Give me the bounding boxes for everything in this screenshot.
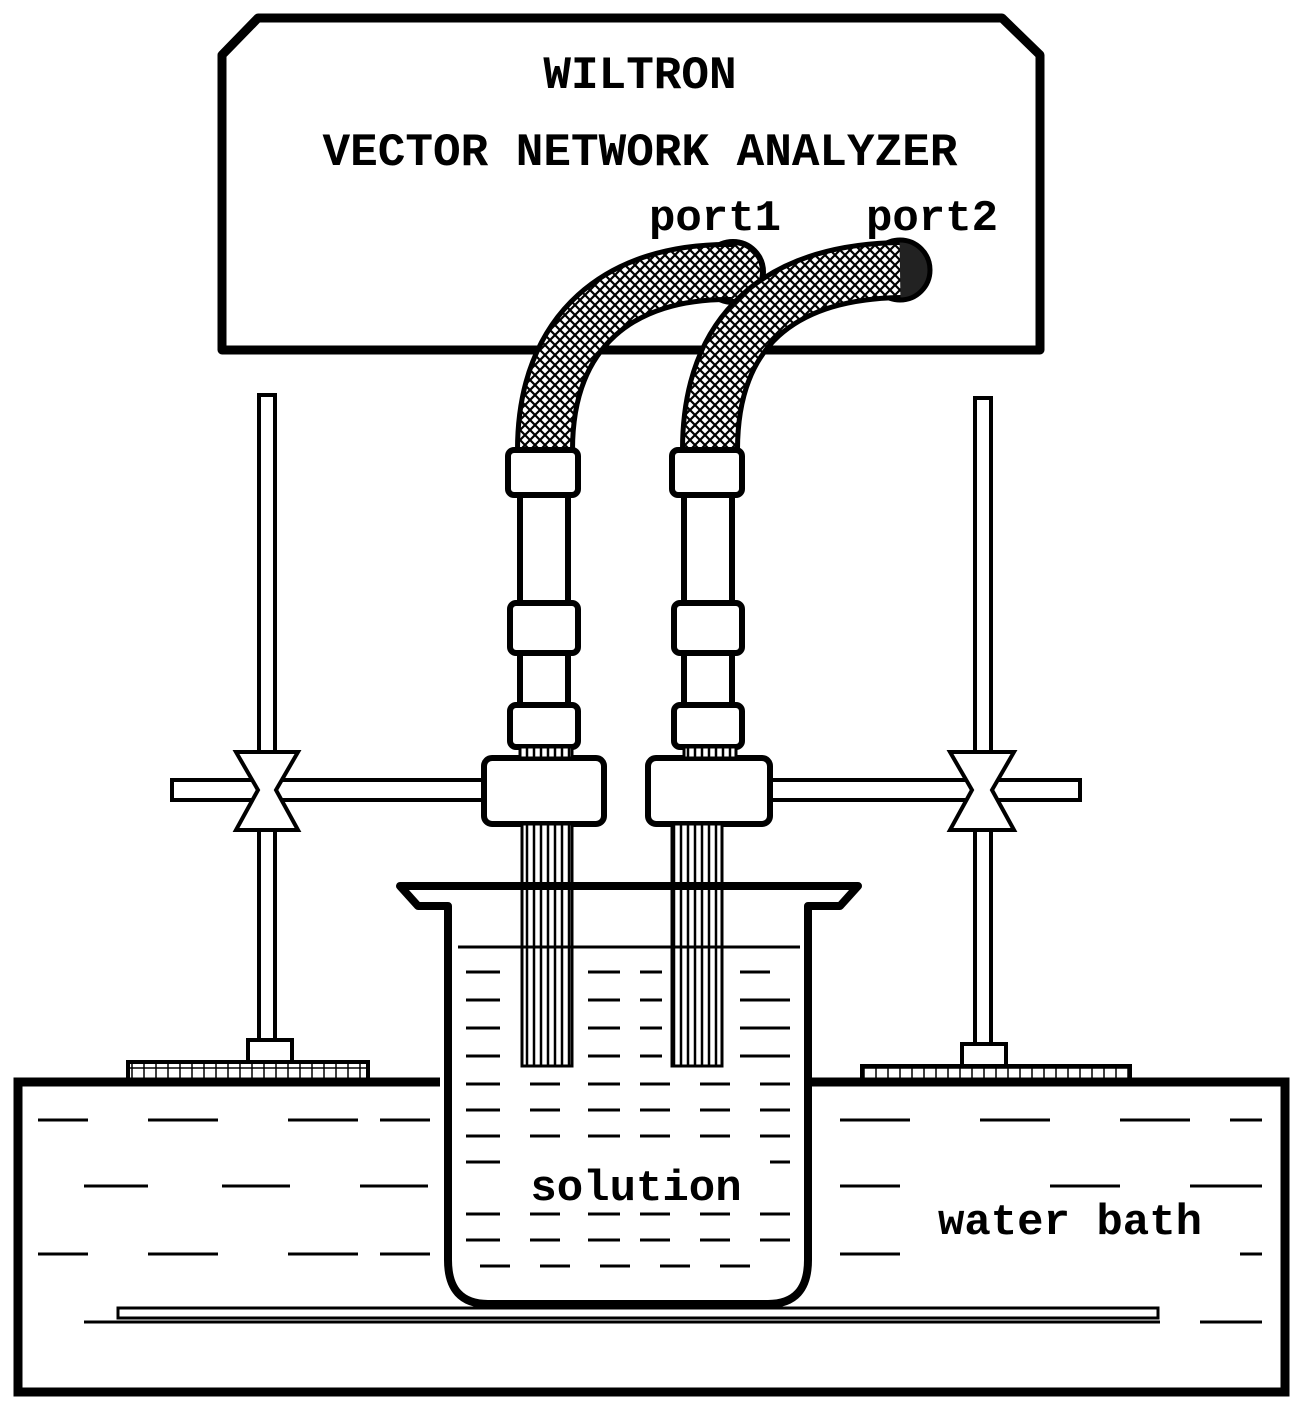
left-clamp-arm [170,750,486,832]
solution-label: solution [530,1164,741,1214]
probe-2 [645,447,773,1068]
port1-label: port1 [649,194,781,244]
probe-icon [520,822,574,1068]
beaker: solution [396,882,862,1308]
probe-1 [481,447,607,1068]
probe-icon [670,822,724,1068]
right-stand [860,396,1132,1084]
clamp-icon [232,750,302,832]
water-bath-label: water bath [938,1198,1202,1248]
analyzer-name: VECTOR NETWORK ANALYZER [323,127,958,179]
cable-1 [515,241,734,451]
right-clamp-arm [768,750,1082,832]
port2-label: port2 [866,194,998,244]
clamp-icon [946,750,1018,832]
water-bath: water bath [13,1077,1290,1397]
left-stand [126,393,370,1082]
analyzer-brand: WILTRON [543,50,736,102]
cable-2 [680,240,901,451]
